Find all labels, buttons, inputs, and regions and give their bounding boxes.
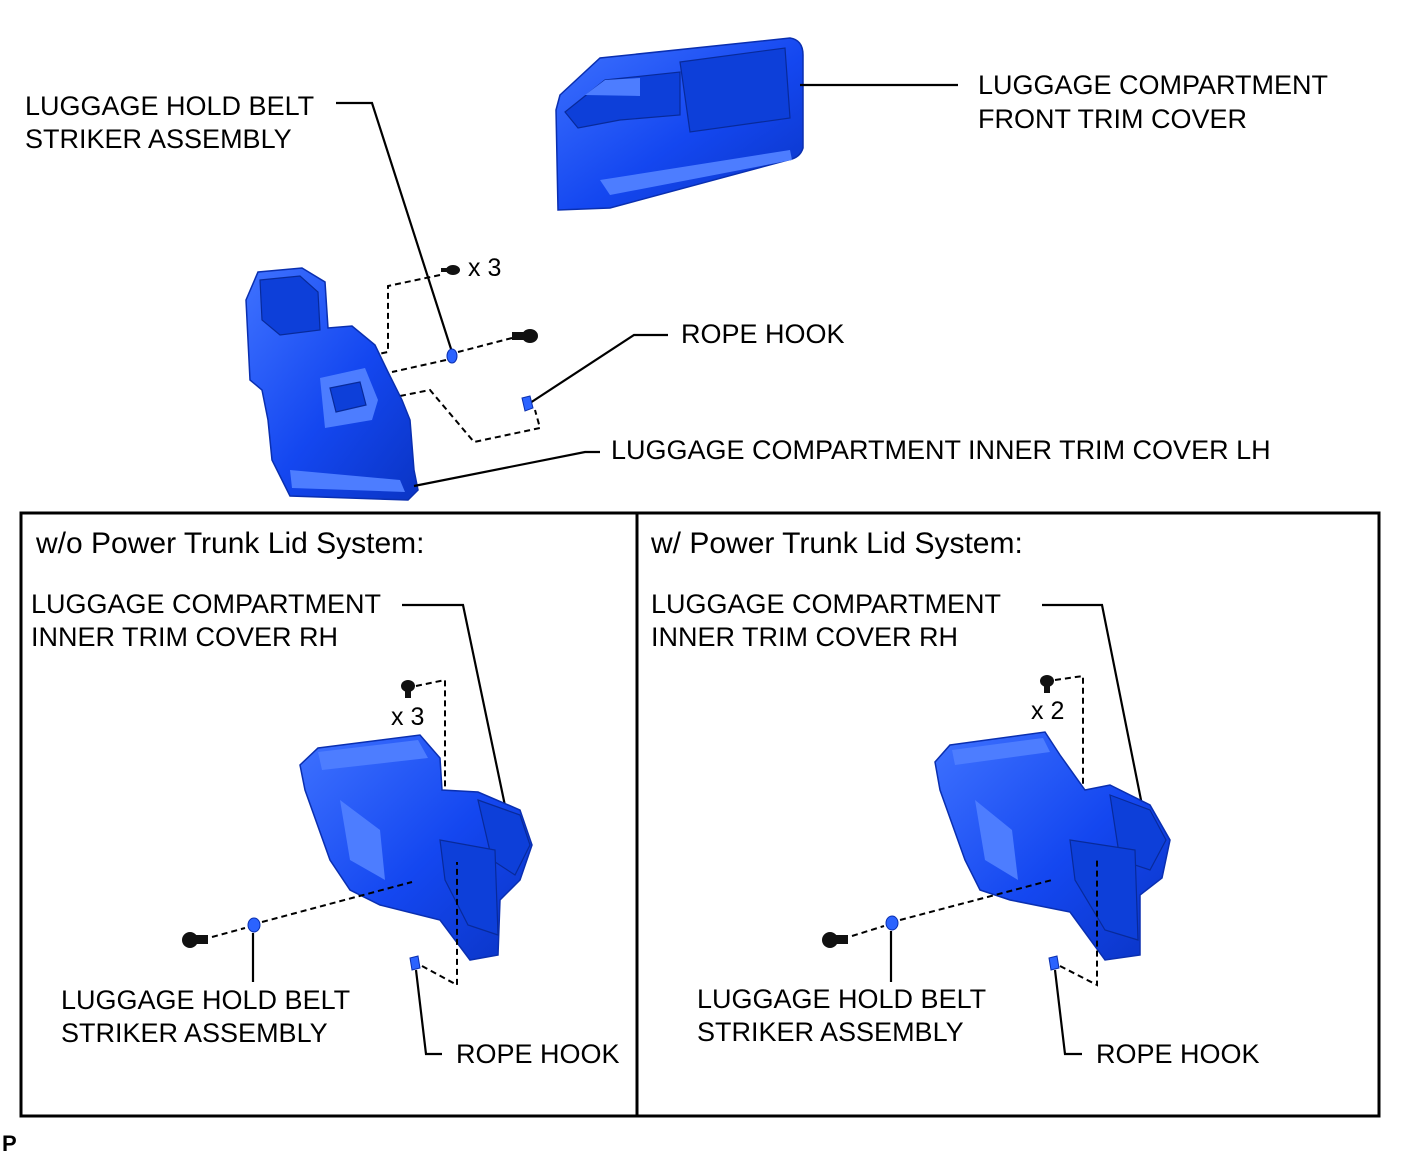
panel-left-rope-hook-label: ROPE HOOK: [456, 1039, 620, 1069]
panel-left-bolt-dash: [211, 927, 246, 938]
panel-right-inner-trim-rh-label-1: LUGGAGE COMPARTMENT: [651, 589, 1001, 619]
clip-count-label: x 3: [468, 254, 501, 282]
panel-left-inner-trim-rh-label-1: LUGGAGE COMPARTMENT: [31, 589, 381, 619]
panel-right-rope-hook-leader: [1053, 969, 1082, 1056]
rope-hook-part: [521, 395, 534, 412]
clip-icon: [441, 265, 460, 275]
panel-right-belt-striker-label-2: STRIKER ASSEMBLY: [697, 1017, 964, 1047]
inner-trim-cover-rh-part: [299, 734, 533, 961]
panel-left-rope-hook-dash: [421, 862, 458, 987]
inner-trim-lh-label: LUGGAGE COMPARTMENT INNER TRIM COVER LH: [611, 435, 1271, 465]
panel-right-striker-dash: [899, 879, 1053, 921]
panel-without-power-trunk: w/o Power Trunk Lid System: LUGGAGE COMP…: [31, 527, 620, 1069]
clip-icon: [1040, 675, 1054, 693]
rope-hook-part: [409, 955, 421, 971]
belt-striker-part: [446, 348, 458, 364]
panel-left-clip-count: x 3: [391, 703, 424, 731]
rope-hook-part: [1048, 955, 1060, 971]
panel-right-bolt-dash: [851, 925, 885, 937]
bolt-icon: [182, 932, 208, 948]
inner-trim-cover-lh-part: [245, 267, 419, 501]
panel-right-rope-hook-dash: [1059, 858, 1098, 987]
front-trim-cover-label-1: LUGGAGE COMPARTMENT: [978, 70, 1328, 100]
panel-with-power-trunk: w/ Power Trunk Lid System: LUGGAGE COMPA…: [650, 527, 1260, 1069]
panel-right-clip-dash: [1054, 674, 1084, 790]
panel-left-inner-trim-leader: [402, 603, 510, 821]
bolt-icon: [512, 329, 538, 343]
bolt-dash-line: [457, 337, 513, 353]
panel-left-striker-dash: [261, 881, 413, 923]
belt-striker-label-1: LUGGAGE HOLD BELT: [25, 91, 314, 121]
panel-right-inner-trim-rh-label-2: INNER TRIM COVER RH: [651, 622, 958, 652]
bolt-icon: [822, 932, 848, 948]
rope-hook-dash-line: [399, 388, 542, 444]
rope-hook-label: ROPE HOOK: [681, 319, 845, 349]
rope-hook-leader: [529, 333, 668, 404]
panel-left-header: w/o Power Trunk Lid System:: [35, 527, 424, 560]
belt-striker-leader: [336, 101, 454, 353]
panel-left-inner-trim-rh-label-2: INNER TRIM COVER RH: [31, 622, 338, 652]
panel-right-header: w/ Power Trunk Lid System:: [650, 527, 1023, 560]
panel-right-rope-hook-label: ROPE HOOK: [1096, 1039, 1260, 1069]
front-trim-cover-part: [555, 37, 804, 211]
belt-striker-part: [885, 915, 899, 931]
belt-striker-part: [247, 917, 261, 933]
front-trim-cover-label-2: FRONT TRIM COVER: [978, 104, 1247, 134]
clip-dash-line: [367, 274, 441, 357]
clip-icon: [401, 680, 415, 698]
variants-frame: [19, 511, 1381, 1118]
panel-right-inner-trim-leader: [1042, 603, 1147, 821]
panel-right-belt-striker-label-1: LUGGAGE HOLD BELT: [697, 984, 986, 1014]
panel-left-rope-hook-leader: [414, 969, 442, 1056]
belt-striker-label-2: STRIKER ASSEMBLY: [25, 124, 292, 154]
panel-left-belt-striker-label-1: LUGGAGE HOLD BELT: [61, 985, 350, 1015]
striker-dash-line: [391, 359, 447, 373]
inner-trim-lh-leader: [413, 450, 600, 488]
panel-left-belt-striker-label-2: STRIKER ASSEMBLY: [61, 1018, 328, 1048]
inner-trim-cover-rh-part: [934, 731, 1171, 961]
corner-tag: P: [2, 1131, 17, 1156]
panel-right-clip-count: x 2: [1031, 697, 1064, 725]
